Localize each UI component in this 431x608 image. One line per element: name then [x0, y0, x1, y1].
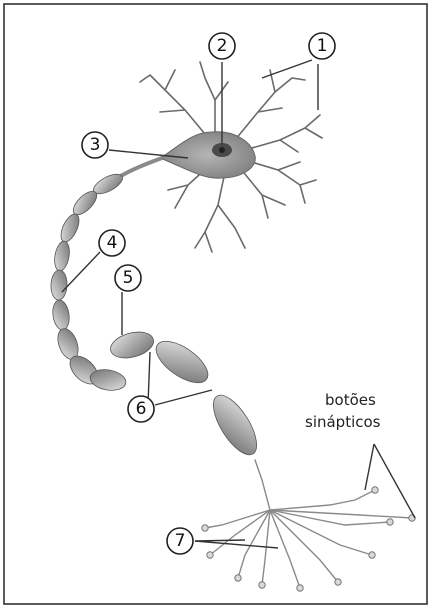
nucleolus [219, 147, 225, 153]
callout-1-label: 1 [317, 36, 328, 56]
label-sinapticos: sinápticos [305, 413, 381, 431]
callout-1: 1 [309, 33, 335, 59]
label-botoes: botões [325, 391, 376, 409]
callout-6-label: 6 [136, 399, 147, 419]
axon-terminals [202, 460, 415, 591]
callout-7-label: 7 [175, 531, 186, 551]
callout-7: 7 [167, 528, 193, 554]
figure-frame [4, 4, 427, 604]
callout-3-label: 3 [90, 135, 101, 155]
myelin-sheath [50, 170, 264, 461]
callout-4-label: 4 [107, 233, 118, 253]
callout-3: 3 [82, 132, 108, 158]
callout-2-label: 2 [217, 36, 228, 56]
leader-lines [62, 60, 415, 548]
cell-body [160, 132, 255, 178]
callout-5-label: 5 [123, 268, 134, 288]
callout-6: 6 [128, 396, 154, 422]
callout-4: 4 [99, 230, 125, 256]
callout-2: 2 [209, 33, 235, 59]
callout-5: 5 [115, 265, 141, 291]
